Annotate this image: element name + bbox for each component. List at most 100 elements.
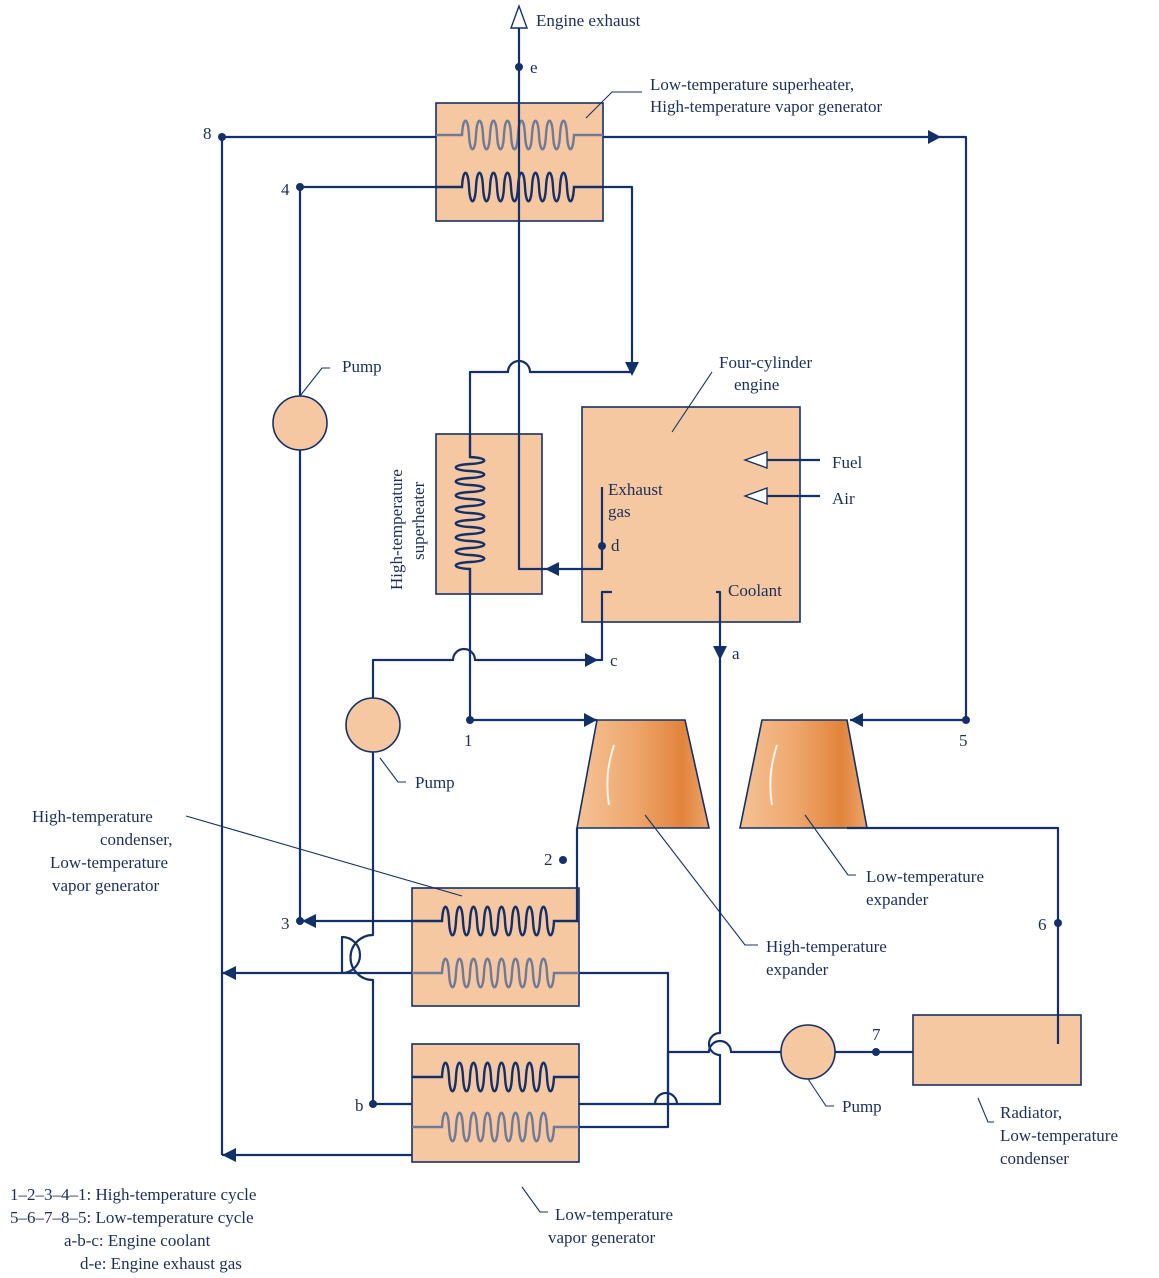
label-pump-top: Pump	[342, 357, 382, 376]
label-radiator-2: Low-temperature	[1000, 1126, 1118, 1145]
legend-item: 5–6–7–8–5: Low-temperature cycle	[10, 1208, 254, 1227]
dot-2	[559, 856, 567, 864]
pump-middle	[345, 697, 401, 753]
leader-pump-top	[299, 367, 330, 397]
label-engine-1: Four-cylinder	[719, 353, 812, 372]
leader-lt-superheater	[585, 91, 642, 119]
state-3: 3	[281, 914, 290, 933]
dot-4	[296, 183, 304, 191]
label-lt-vapor-gen-2: vapor generator	[548, 1228, 655, 1247]
state-6: 6	[1038, 915, 1047, 934]
leader-ht-expander	[644, 814, 758, 946]
ht-condenser-coil	[412, 905, 579, 937]
label-coolant: Coolant	[728, 581, 782, 600]
pipe-to-upper-lt	[579, 971, 670, 1104]
label-engine-exhaust: Engine exhaust	[536, 11, 641, 30]
leader-engine	[671, 371, 713, 433]
coolant-b-pipe	[349, 752, 412, 1106]
radiator-box	[912, 1014, 1082, 1086]
label-air: Air	[832, 489, 855, 508]
label-engine-2: engine	[734, 375, 779, 394]
ht-superheater-box	[435, 433, 543, 595]
label-fuel: Fuel	[832, 453, 863, 472]
state-5: 5	[959, 731, 968, 750]
label-ht-condenser-3: Low-temperature	[50, 853, 168, 872]
pipe-to-5	[603, 135, 968, 720]
label-ht-condenser-1: High-temperature	[32, 807, 153, 826]
dot-8	[218, 133, 226, 141]
pipe-6	[847, 826, 1060, 1044]
dot-e	[515, 63, 523, 71]
arrow-5	[850, 713, 863, 727]
coolant-coil	[412, 1061, 579, 1093]
coolant-c-pipe	[371, 590, 612, 698]
label-radiator-3: condenser	[1000, 1149, 1069, 1168]
label-lt-vapor-gen-1: Low-temperature	[555, 1205, 673, 1224]
ht-superheater-coil	[454, 434, 486, 594]
dot-1	[466, 716, 474, 724]
arrow-a	[713, 646, 727, 660]
label-pump-bottom: Pump	[842, 1097, 882, 1116]
leader-lt-expander	[804, 814, 856, 876]
ht-condenser-box	[411, 887, 580, 1007]
dot-d	[598, 542, 606, 550]
legend-item: d-e: Engine exhaust gas	[80, 1254, 242, 1273]
state-b: b	[355, 1096, 364, 1115]
legend-item: 1–2–3–4–1: High-temperature cycle	[10, 1185, 256, 1204]
pump-top	[272, 395, 328, 451]
dot-5	[962, 716, 970, 724]
coolant-a-pipe	[579, 590, 722, 1106]
state-e: e	[530, 58, 538, 77]
arrow-lt-lower	[222, 1148, 236, 1162]
label-exhaust-1: Exhaust	[608, 480, 663, 499]
state-1: 1	[464, 731, 473, 750]
arrow-exhaust-in	[545, 562, 559, 576]
label-lt-expander-2: expander	[866, 890, 929, 909]
label-ht-expander-1: High-temperature	[766, 937, 887, 956]
pipe-to-lower-lt	[579, 1104, 670, 1129]
arrow-down-ht	[625, 362, 639, 376]
legend-item: a-b-c: Engine coolant	[64, 1231, 211, 1250]
label-ht-superheater-1: High-temperature	[387, 469, 406, 590]
state-7: 7	[872, 1025, 881, 1044]
lt-expander	[739, 719, 868, 829]
arrow-exhaust-out	[510, 3, 528, 29]
exhaust-gas-pipe	[517, 28, 604, 571]
dot-3	[296, 917, 304, 925]
state-8: 8	[203, 124, 212, 143]
ht-expander	[576, 719, 710, 829]
label-radiator-1: Radiator,	[1000, 1103, 1062, 1122]
label-ht-condenser-2: condenser,	[100, 830, 172, 849]
label-ht-expander-2: expander	[766, 960, 829, 979]
dot-6	[1054, 919, 1062, 927]
pipe-2	[575, 828, 579, 923]
pipe-to-ht-superheater	[468, 359, 632, 434]
leader-pump-mid	[379, 757, 406, 783]
pipe-pump-to-generators	[666, 1039, 781, 1104]
pipe-1-expander	[468, 594, 597, 722]
leader-lt-vapor-gen	[521, 1186, 548, 1213]
state-4: 4	[281, 180, 290, 199]
label-lt-superheater-2: High-temperature vapor generator	[650, 97, 883, 116]
label-lt-superheater-1: Low-temperature superheater,	[650, 75, 854, 94]
label-pump-mid: Pump	[415, 773, 455, 792]
leader-pump-bottom	[807, 1078, 834, 1107]
legend: 1–2–3–4–1: High-temperature cycle 5–6–7–…	[10, 1185, 256, 1273]
lt-vapor-coil-upper	[412, 957, 579, 989]
arrow-1	[584, 713, 597, 727]
lt-vapor-generator-box	[411, 1043, 580, 1163]
dot-b	[369, 1100, 377, 1108]
state-d: d	[611, 536, 620, 555]
label-ht-condenser-4: vapor generator	[52, 876, 159, 895]
pump-bottom	[780, 1024, 836, 1080]
label-lt-expander-1: Low-temperature	[866, 867, 984, 886]
leader-radiator	[977, 1097, 994, 1123]
crossover-bridge	[653, 1091, 679, 1105]
arrow-c	[585, 653, 598, 667]
label-exhaust-2: gas	[608, 502, 631, 521]
state-2: 2	[544, 850, 553, 869]
lt-vapor-coil-lower	[412, 1111, 579, 1143]
state-c: c	[610, 651, 618, 670]
arrow-3	[302, 914, 316, 928]
